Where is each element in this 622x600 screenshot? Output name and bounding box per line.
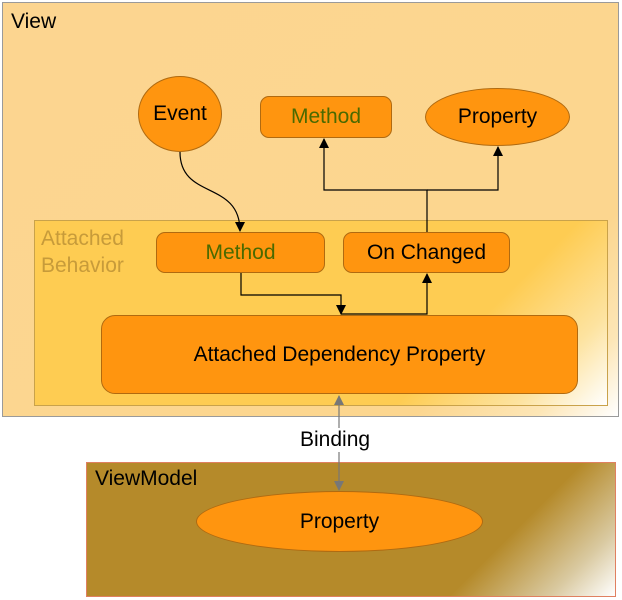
viewmodel-title: ViewModel <box>95 467 198 490</box>
event-node: Event <box>138 76 222 152</box>
view-property-node: Property <box>425 88 570 146</box>
view-title: View <box>11 10 57 33</box>
binding-label: Binding <box>300 428 371 452</box>
behavior-method-node: Method <box>156 232 325 273</box>
attached-dependency-property-node: Attached Dependency Property <box>101 315 578 394</box>
viewmodel-property-node: Property <box>196 491 483 552</box>
attached-behavior-title: Attached Behavior <box>41 227 124 277</box>
view-method-node: Method <box>260 96 392 138</box>
on-changed-node: On Changed <box>343 232 510 273</box>
